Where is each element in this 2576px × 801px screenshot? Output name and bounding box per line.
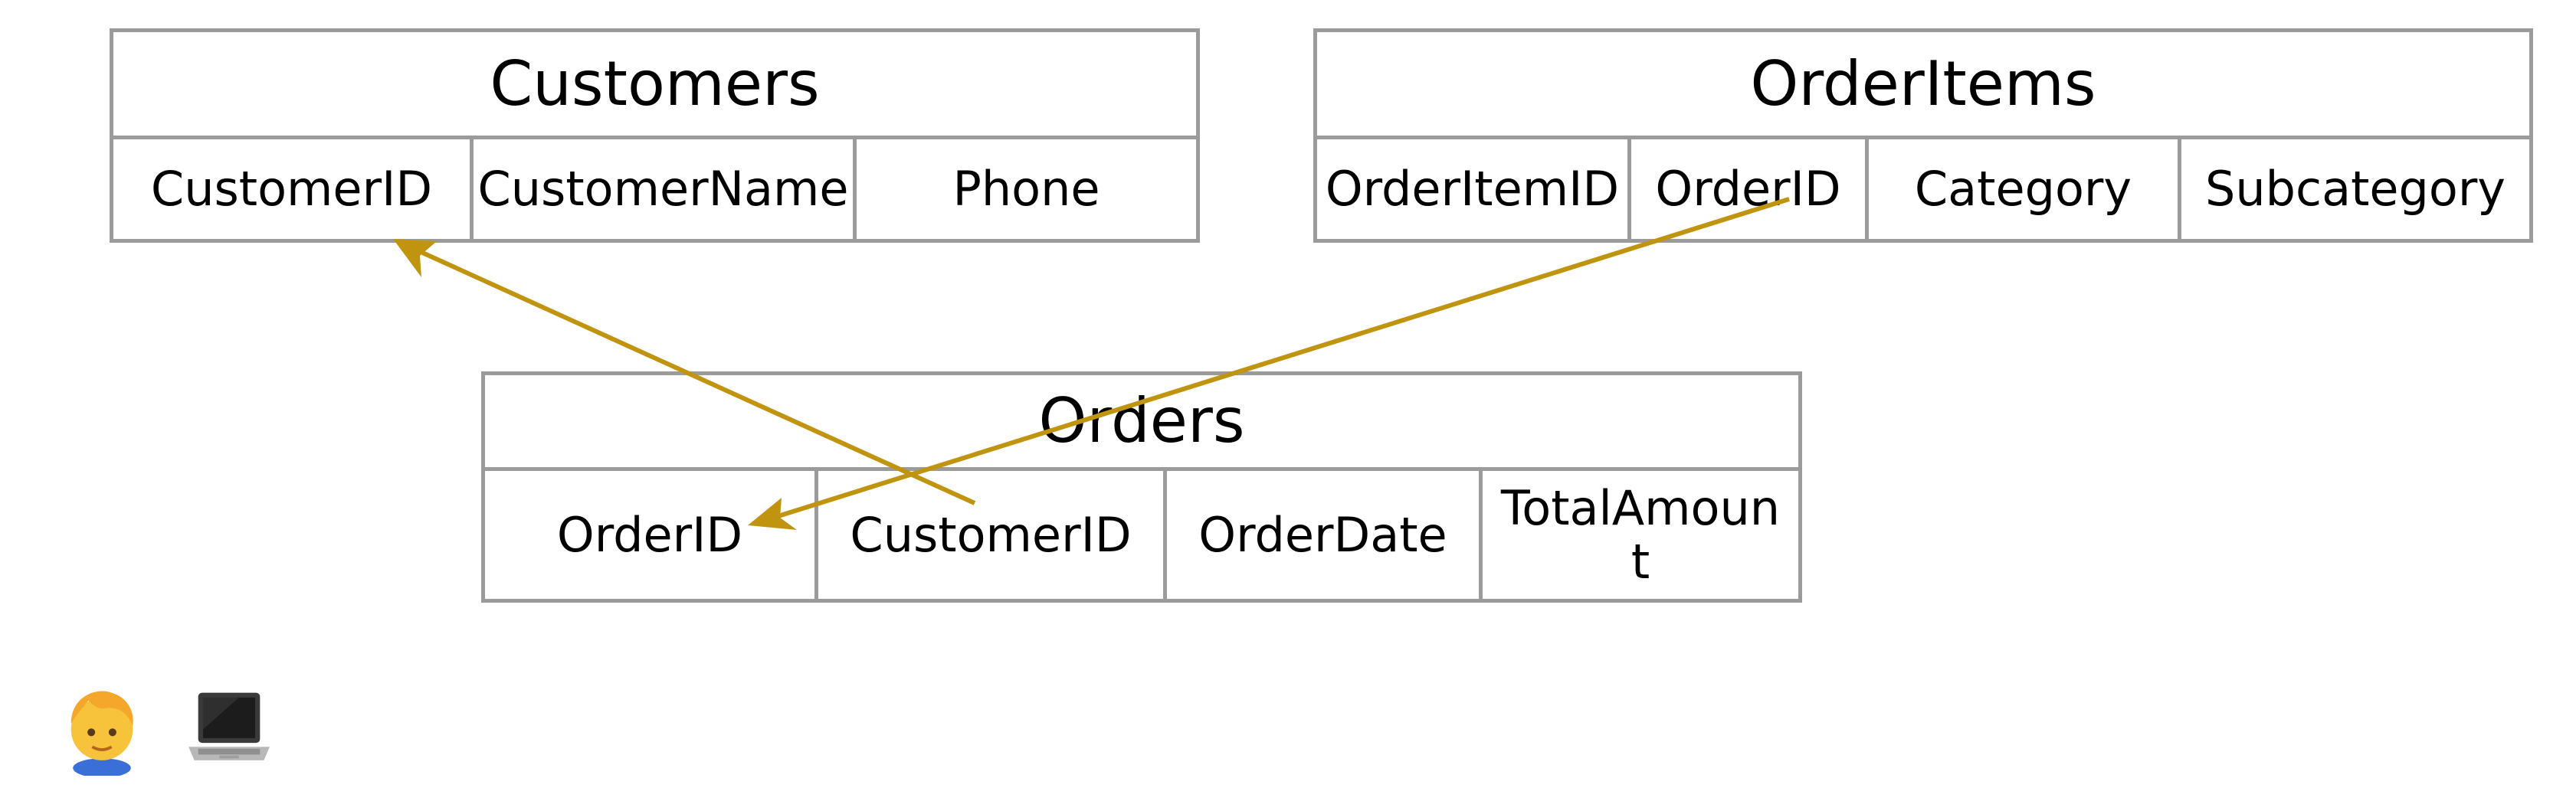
customers-table: Customers CustomerID CustomerName Phone <box>110 28 1200 243</box>
customers-field-phone: Phone <box>952 161 1100 217</box>
laptop-icon <box>188 692 270 760</box>
orderitems-field-category: Category <box>1869 139 2181 239</box>
orderitems-table-fields: OrderItemID OrderID Category Subcategory <box>1317 139 2529 239</box>
orders-field-orderid: OrderID <box>485 471 818 599</box>
customers-field-customername: CustomerName <box>474 139 857 239</box>
orderitems-field-orderid: OrderID <box>1631 139 1869 239</box>
orders-field-totalamount: TotalAmount <box>1500 480 1781 590</box>
customers-table-title: Customers <box>113 32 1196 139</box>
orderitems-field-orderitemid: OrderItemID <box>1317 139 1631 239</box>
orders-table-title: Orders <box>485 375 1798 471</box>
orders-table: Orders OrderID CustomerID OrderDate Tota… <box>481 371 1802 603</box>
orders-field-customerid: CustomerID <box>818 471 1167 599</box>
actors <box>54 674 277 781</box>
customers-field-customerid: CustomerID <box>113 139 474 239</box>
orders-table-fields: OrderID CustomerID OrderDate TotalAmount <box>485 471 1798 599</box>
customers-table-fields: CustomerID CustomerName Phone <box>113 139 1196 239</box>
orderitems-field-subcategory: Subcategory <box>2204 161 2506 217</box>
orderitems-table-title: OrderItems <box>1317 32 2529 139</box>
orderitems-table: OrderItems OrderItemID OrderID Category … <box>1313 28 2533 243</box>
orders-field-orderdate: OrderDate <box>1167 471 1483 599</box>
person-icon <box>70 691 133 776</box>
